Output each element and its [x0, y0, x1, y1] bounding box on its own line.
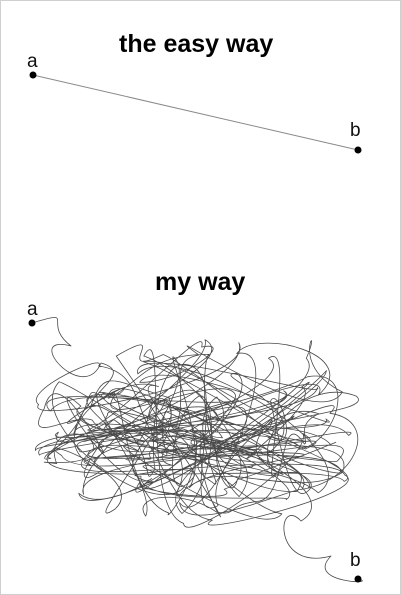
bottom-point-b-dot	[354, 575, 362, 583]
bottom-point-a-label: a	[27, 299, 38, 320]
top-point-a-label: a	[27, 51, 38, 72]
straight-path-line	[32, 74, 359, 151]
tangled-path-scribble	[31, 317, 363, 582]
top-point-b-dot	[354, 146, 362, 154]
my-way-title: my way	[155, 268, 246, 296]
top-point-a-dot	[29, 71, 37, 79]
easy-way-title: the easy way	[119, 30, 274, 58]
bottom-point-b-label: b	[350, 550, 361, 571]
tangled-path-line	[31, 317, 363, 582]
top-point-b-label: b	[350, 120, 361, 141]
bottom-point-a-dot	[28, 319, 36, 327]
